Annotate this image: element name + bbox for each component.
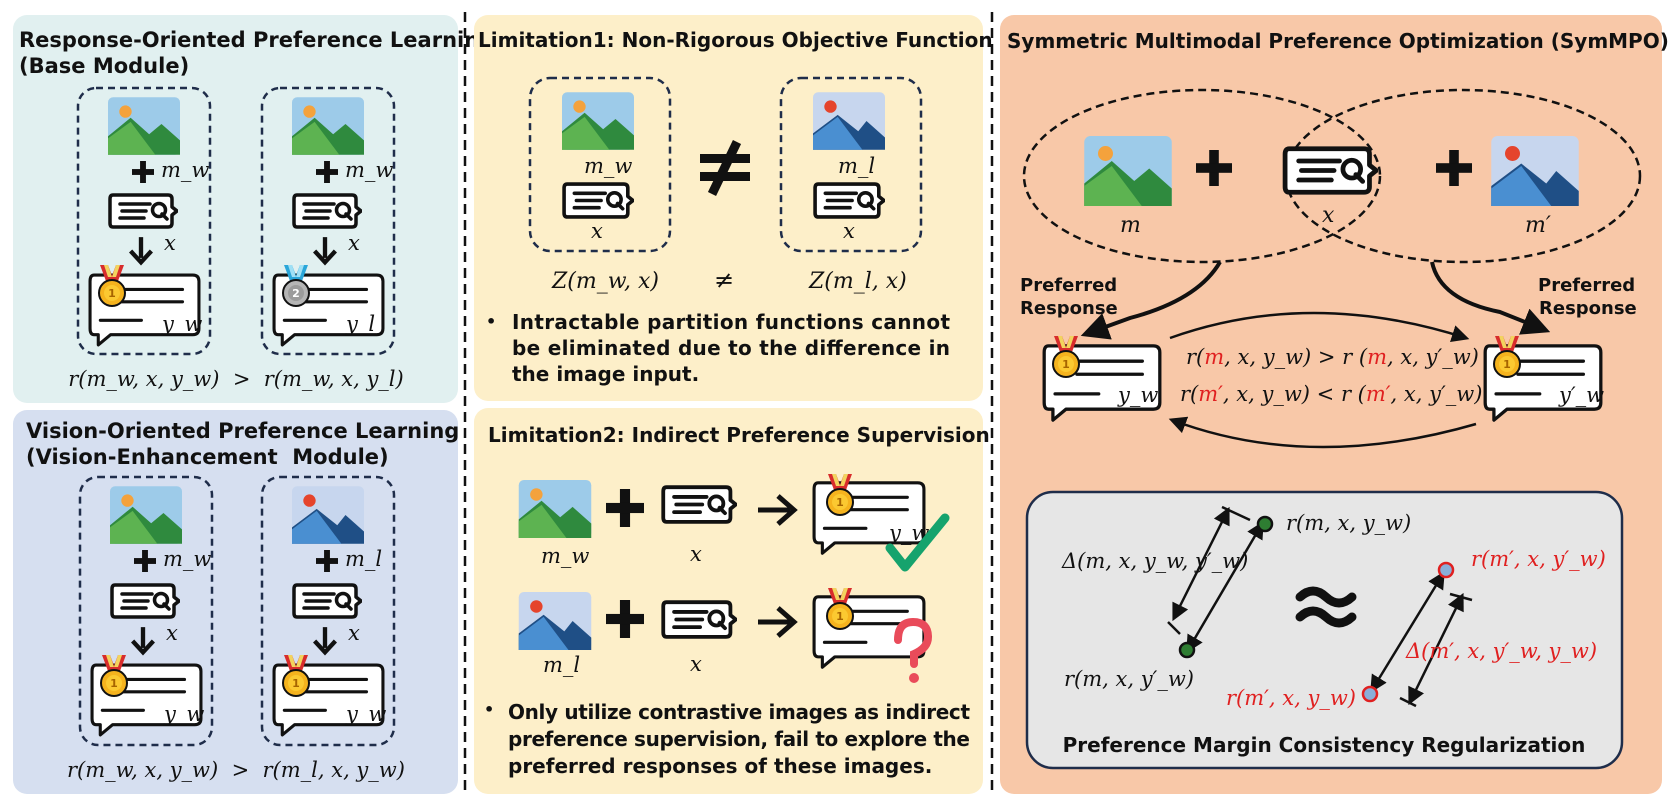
panel-response-oriented: Response-Oriented Preference Learning (B… [13,15,494,403]
note-line: preference supervision, fail to explore … [508,727,970,751]
query-icon [661,485,737,524]
reward-label: r(m′, x, y_w) [1226,686,1356,710]
response-label: y_w [1117,383,1158,407]
reward-formula: r(m_w, x, y_w) > r(m_w, x, y_l) [68,367,403,391]
question-mark-icon [894,617,933,683]
query-icon [813,182,885,219]
image-green-mountain-icon [518,480,592,538]
image-label: m_l [345,547,382,571]
query-label: x [591,219,603,243]
image-green-mountain-icon [110,486,182,544]
margin-label: Δ(m, x, y_w, y′_w) [1061,549,1248,573]
regularization-title: Preference Margin Consistency Regulariza… [1063,733,1586,757]
image-green-mountain-icon [1084,136,1172,206]
reward-label: r(m, x, y′_w) [1064,667,1194,691]
right-arrow-icon [758,494,798,526]
response-label: y_w [163,702,204,726]
panel-title: Vision-Oriented Preference Learning [26,419,459,443]
response-label: y_l [345,312,375,336]
bullet: • [484,700,494,719]
checkmark-icon [885,513,950,572]
response-label: y′_w [1558,383,1604,407]
margin-label: Δ(m′, x, y′_w, y_w) [1405,639,1597,663]
image-label: m_w [345,158,393,182]
m-label: m [1120,213,1141,238]
query-label: x [348,621,360,645]
image-green-mountain-icon [108,97,180,155]
note-line: Only utilize contrastive images as indir… [508,700,970,724]
inequality-2: r(m′, x, y_w) < r (m′, x, y′_w) [1180,382,1482,406]
image-label: m_w [161,158,209,182]
image-blue-mountain-icon [813,92,885,150]
not-equal-icon [700,140,750,196]
image-blue-mountain-icon [1491,136,1579,206]
x-label: x [1322,203,1335,228]
query-label: x [164,231,176,255]
partition-neq: ≠ [714,266,734,294]
panel-title: Limitation2: Indirect Preference Supervi… [488,423,990,447]
image-label: m_w [541,544,589,568]
panel-limitation2: Limitation2: Indirect Preference Supervi… [474,408,990,794]
partition-right: Z(m_l, x) [808,269,907,294]
note-line: be eliminated due to the difference in [512,336,950,360]
query-label: x [690,542,702,566]
image-green-mountain-icon [562,92,634,150]
panel-subtitle: (Vision-Enhancement Module) [26,445,389,469]
right-arrow-icon [758,606,798,638]
note-line: the image input. [512,362,699,386]
query-icon [562,182,634,219]
response-label: y_w [345,702,386,726]
note-line: preferred responses of these images. [508,754,932,778]
reward-point [1437,561,1455,579]
preferred-label: Response [1539,298,1637,319]
panel-title: Response-Oriented Preference Learning [19,28,494,52]
query-icon [661,600,737,639]
query-icon [110,583,180,619]
query-icon [292,583,362,619]
inequality-1: r(m, x, y_w) > r (m, x, y′_w) [1186,345,1479,369]
preferred-label: Response [1020,298,1118,319]
panel-vision-oriented: Vision-Oriented Preference Learning (Vis… [13,410,459,794]
image-green-mountain-icon [292,97,364,155]
image-blue-mountain-icon [292,486,364,544]
image-label: m_l [838,154,875,178]
image-label: m_l [543,653,580,677]
preferred-label: Preferred [1020,275,1117,296]
query-icon [292,193,362,229]
reward-label: r(m′, x, y′_w) [1471,547,1606,571]
bullet: • [486,312,496,331]
regularization-box: Preference Margin Consistency Regulariza… [1025,490,1624,770]
approx-icon [1295,586,1357,628]
query-icon [108,193,178,229]
note-line: Intractable partition functions cannot [512,310,950,334]
query-label: x [843,219,855,243]
query-label: x [348,231,360,255]
image-label: m_w [163,547,211,571]
query-label: x [166,621,178,645]
query-icon [1285,149,1376,193]
panel-title: Limitation1: Non-Rigorous Objective Func… [478,28,993,52]
reward-label: r(m, x, y_w) [1286,511,1411,535]
reward-point [1256,515,1274,533]
preferred-label: Preferred [1538,275,1635,296]
reward-formula: r(m_w, x, y_w) > r(m_l, x, y_w) [67,758,405,782]
reward-point [1178,641,1196,659]
panel-limitation1: Limitation1: Non-Rigorous Objective Func… [474,15,993,401]
panel-title: Symmetric Multimodal Preference Optimiza… [1007,29,1669,53]
m-prime-label: m′ [1525,213,1551,238]
reward-point [1361,685,1379,703]
partition-left: Z(m_w, x) [551,269,659,294]
image-blue-mountain-icon [518,592,592,650]
query-label: x [690,652,702,676]
response-label: y_w [161,312,202,336]
image-label: m_w [584,154,632,178]
panel-subtitle: (Base Module) [19,54,189,78]
panel-symmpo: Symmetric Multimodal Preference Optimiza… [1000,15,1669,794]
